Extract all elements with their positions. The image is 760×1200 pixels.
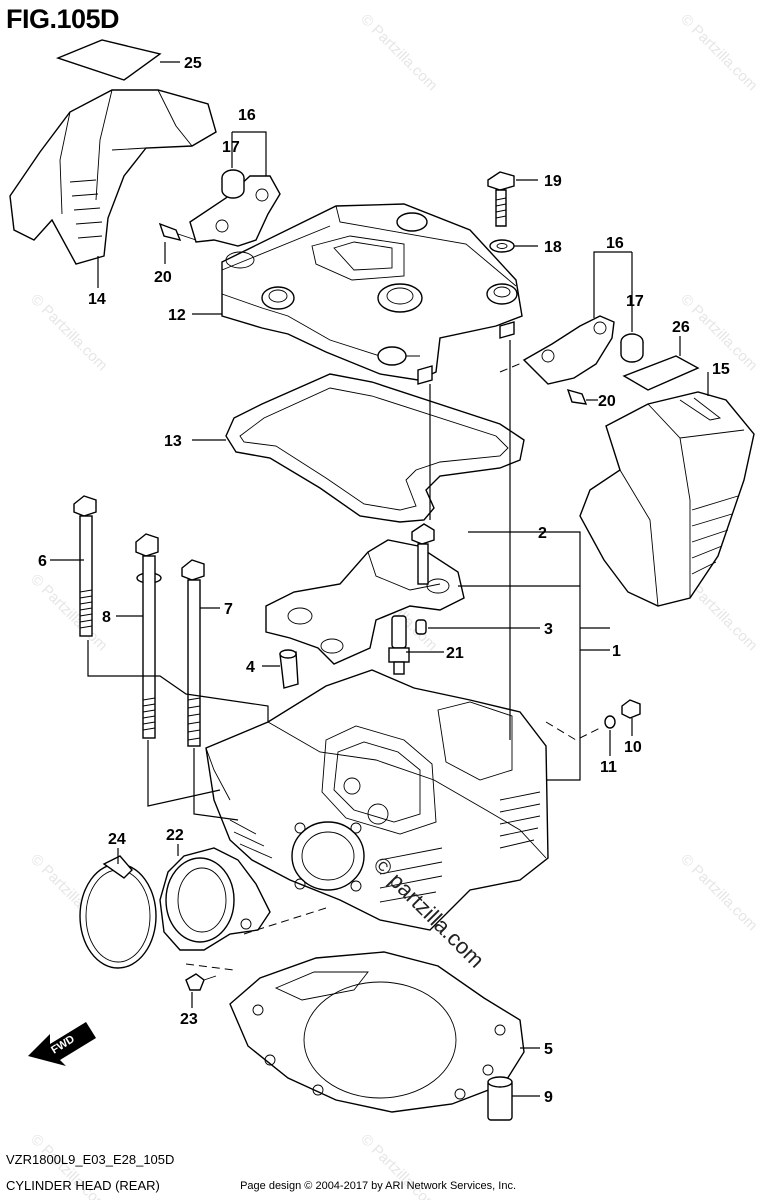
callout-10: 10: [624, 739, 642, 756]
footer-credit: Page design © 2004-2017 by ARI Network S…: [240, 1180, 516, 1192]
callout-11: 11: [600, 759, 617, 776]
model-code: VZR1800L9_E03_E28_105D: [6, 1152, 175, 1167]
callout-6: 6: [38, 553, 47, 570]
part-7-stud: [181, 559, 205, 747]
part-19-bolt: [487, 171, 515, 227]
callouts: 25 14 16 17 20 12 19 18 16 17 26 15 20 1…: [38, 55, 730, 1106]
fwd-arrow: FWD: [28, 1022, 96, 1066]
callout-22: 22: [166, 827, 184, 844]
callout-1: 1: [612, 643, 621, 660]
callout-13: 13: [164, 433, 182, 450]
part-13-gasket: [225, 373, 525, 523]
callout-20: 20: [154, 269, 172, 286]
part-11-washer: [604, 715, 616, 729]
part-24-clamp: [79, 855, 157, 969]
callout-12: 12: [168, 307, 186, 324]
callout-9: 9: [544, 1089, 553, 1106]
watermark: © Partzilla.com: [357, 11, 440, 94]
watermark: © Partzilla.com: [27, 571, 110, 654]
callout-16: 16: [238, 107, 256, 124]
callout-2: 2: [538, 525, 547, 542]
part-1-cylinder-head: [205, 669, 549, 931]
part-17-grommet-left: [221, 169, 245, 199]
part-15-cover: [579, 391, 755, 607]
callout-17: 17: [222, 139, 240, 156]
callout-25: 25: [184, 55, 202, 72]
part-10-bolt: [621, 699, 641, 719]
part-3-dowel: [415, 619, 427, 635]
part-20-bolt-left: [158, 222, 197, 242]
part-22-intake-pipe: [159, 847, 271, 951]
callout-14: 14: [88, 291, 106, 308]
callout-8: 8: [102, 609, 111, 626]
callout-18: 18: [544, 239, 562, 256]
callout-24: 24: [108, 831, 126, 848]
callout-5: 5: [544, 1041, 553, 1058]
part-9-dowel: [487, 1076, 513, 1121]
callout-16: 16: [606, 235, 624, 252]
part-12-head-cover: [221, 203, 523, 385]
callout-20: 20: [598, 393, 616, 410]
callout-26: 26: [672, 319, 690, 336]
callout-15: 15: [712, 361, 730, 378]
callout-7: 7: [224, 601, 233, 618]
figure-title: FIG.105D: [6, 4, 120, 34]
part-23-screw: [185, 973, 217, 991]
callout-3: 3: [544, 621, 553, 638]
callout-21: 21: [446, 645, 464, 662]
part-25-pad: [55, 39, 162, 81]
callout-23: 23: [180, 1011, 198, 1028]
part-16-bracket-right: [522, 315, 615, 385]
part-17-grommet-right: [620, 333, 644, 363]
assembly-name: CYLINDER HEAD (REAR): [6, 1178, 160, 1193]
part-14-cover: [9, 89, 217, 265]
part-4-sleeve: [279, 649, 299, 689]
watermark: © Partzilla.com: [677, 11, 760, 94]
part-6-stud: [73, 495, 97, 637]
part-18-washer: [489, 239, 515, 253]
part-2-cam-holder: [265, 523, 465, 665]
callout-4: 4: [246, 659, 255, 676]
part-26-pad: [622, 355, 700, 391]
watermark: © Partzilla.com: [677, 851, 760, 934]
callout-19: 19: [544, 173, 562, 190]
part-8-bolt: [135, 533, 162, 739]
callout-17: 17: [626, 293, 644, 310]
leader-lines: [50, 61, 709, 1097]
part-21-spark-plug: [388, 615, 410, 675]
part-20-bolt-right: [566, 388, 588, 405]
part-5-head-gasket: [229, 951, 525, 1113]
